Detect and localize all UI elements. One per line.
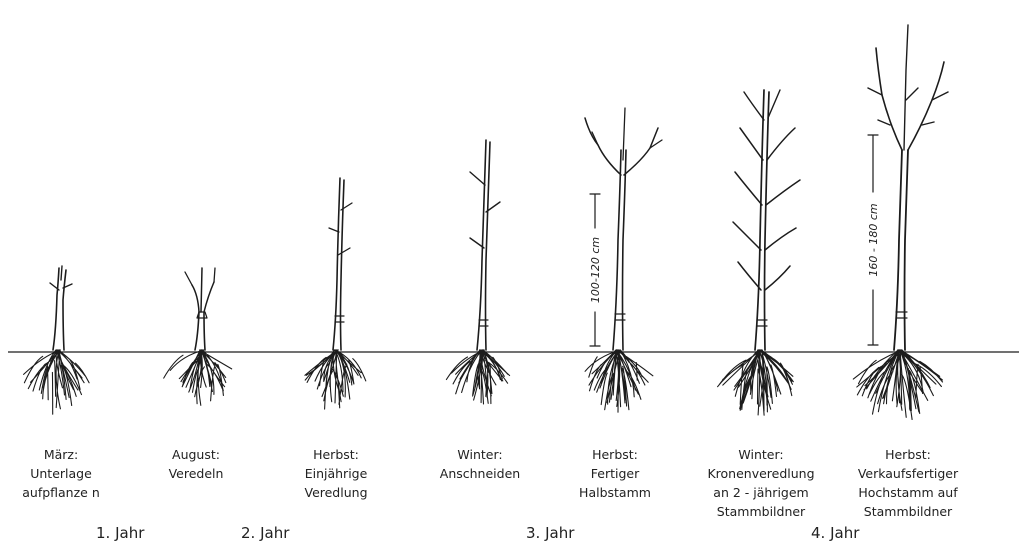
plant-stage-3	[305, 178, 366, 409]
plant-stage-2	[164, 268, 232, 405]
trunk	[470, 140, 500, 350]
plant-stage-1	[24, 266, 90, 414]
plant-stage-7: 160 - 180 cm	[853, 25, 948, 420]
caption-line: Fertiger	[540, 464, 690, 483]
year-label-3: 3. Jahr	[526, 524, 574, 542]
roots	[585, 350, 653, 412]
caption-line: Stammbildner	[833, 502, 983, 521]
trunk	[329, 178, 352, 350]
root-strands	[446, 350, 509, 404]
caption-line: Herbst:	[540, 445, 690, 464]
roots	[853, 350, 942, 420]
caption-line: Herbst:	[833, 445, 983, 464]
caption-stage-6: Winter: Kronenveredlung an 2 - jährigem …	[686, 445, 836, 521]
roots	[305, 350, 366, 409]
root-strands	[718, 350, 794, 415]
caption-line: an 2 - jährigem	[686, 483, 836, 502]
caption-line: Veredeln	[121, 464, 271, 483]
caption-line: Winter:	[405, 445, 555, 464]
caption-line: Winter:	[686, 445, 836, 464]
height-label-halbstamm: 100-120 cm	[589, 237, 602, 303]
caption-line: Kronenveredlung	[686, 464, 836, 483]
plant-stage-6	[718, 90, 800, 415]
caption-stage-1: März: Unterlage aufpflanze n	[0, 445, 136, 502]
height-label-hochstamm: 160 - 180 cm	[867, 203, 880, 276]
caption-stage-2: August: Veredeln	[121, 445, 271, 483]
caption-stage-5: Herbst: Fertiger Halbstamm	[540, 445, 690, 502]
caption-line: August:	[121, 445, 271, 464]
root-strands	[305, 350, 366, 409]
caption-line: Halbstamm	[540, 483, 690, 502]
caption-stage-4: Winter: Anschneiden	[405, 445, 555, 483]
roots	[446, 350, 509, 404]
plant-stage-4	[446, 140, 509, 404]
roots	[164, 350, 232, 405]
year-label-2: 2. Jahr	[241, 524, 289, 542]
trunk	[585, 108, 662, 350]
caption-line: aufpflanze n	[0, 483, 136, 502]
trunk	[185, 268, 215, 350]
root-strands	[164, 350, 232, 405]
year-label-1: 1. Jahr	[96, 524, 144, 542]
caption-line: Einjährige	[261, 464, 411, 483]
root-strands	[853, 350, 942, 420]
caption-line: Verkaufsfertiger	[833, 464, 983, 483]
caption-line: Herbst:	[261, 445, 411, 464]
trunk	[733, 90, 800, 350]
caption-stage-3: Herbst: Einjährige Veredlung	[261, 445, 411, 502]
caption-line: Anschneiden	[405, 464, 555, 483]
year-label-4: 4. Jahr	[811, 524, 859, 542]
caption-line: März:	[0, 445, 136, 464]
caption-stage-7: Herbst: Verkaufsfertiger Hochstamm auf S…	[833, 445, 983, 521]
caption-line: Unterlage	[0, 464, 136, 483]
plant-stage-5: 100-120 cm	[585, 108, 662, 412]
trunk	[868, 25, 948, 350]
caption-line: Veredlung	[261, 483, 411, 502]
root-strands	[585, 350, 653, 412]
roots	[718, 350, 794, 415]
caption-line: Hochstamm auf	[833, 483, 983, 502]
root-strands	[24, 350, 90, 414]
roots	[24, 350, 90, 414]
trunk	[50, 266, 72, 350]
caption-line: Stammbildner	[686, 502, 836, 521]
